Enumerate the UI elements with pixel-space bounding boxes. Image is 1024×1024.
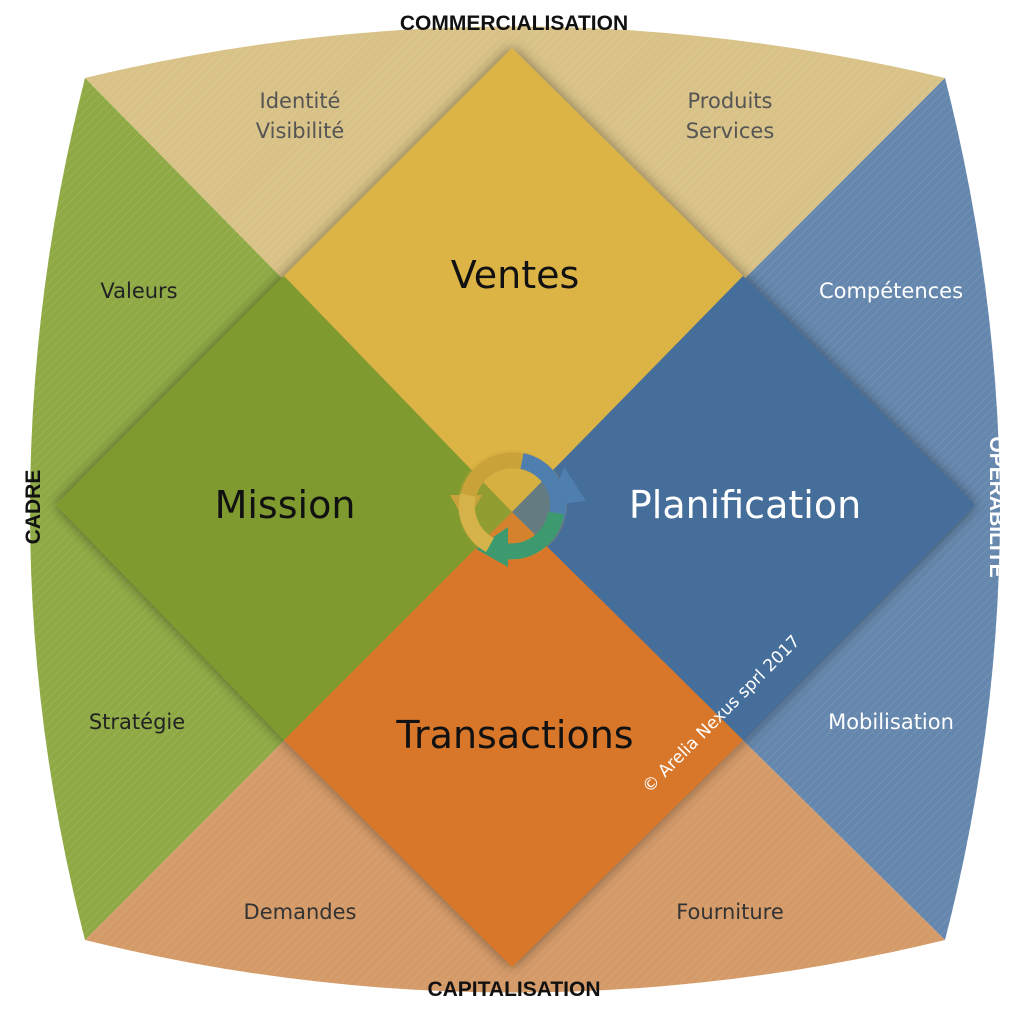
label-fourniture: Fourniture [676, 900, 784, 924]
label-produits: Produits [688, 89, 773, 113]
side-title-bottom: CAPITALISATION [427, 978, 600, 1001]
quadrant-title-mission: Mission [215, 483, 356, 527]
quadrant-ventes [284, 48, 743, 512]
label-services: Services [686, 119, 775, 143]
label-mobilisation: Mobilisation [828, 710, 954, 734]
label-identite: Identité [260, 89, 341, 113]
label-competences: Compétences [819, 279, 963, 303]
label-demandes: Demandes [244, 900, 357, 924]
quadrant-title-ventes: Ventes [451, 253, 580, 297]
quadrant-mission [56, 276, 512, 740]
quadrants [56, 48, 975, 967]
side-title-right: OPÉRABILITÉ [985, 436, 1008, 577]
side-title-left: CADRE [22, 470, 45, 545]
quadrant-transactions [284, 512, 743, 967]
label-visibilite: Visibilité [256, 119, 345, 143]
side-title-top: COMMERCIALISATION [400, 12, 628, 35]
label-strategie: Stratégie [89, 710, 185, 734]
label-valeurs: Valeurs [100, 279, 177, 303]
cycle-arrows-icon [450, 450, 586, 567]
quadrant-planification [512, 276, 975, 740]
quadrant-title-planification: Planification [629, 483, 861, 527]
quadrant-title-transactions: Transactions [395, 713, 633, 757]
